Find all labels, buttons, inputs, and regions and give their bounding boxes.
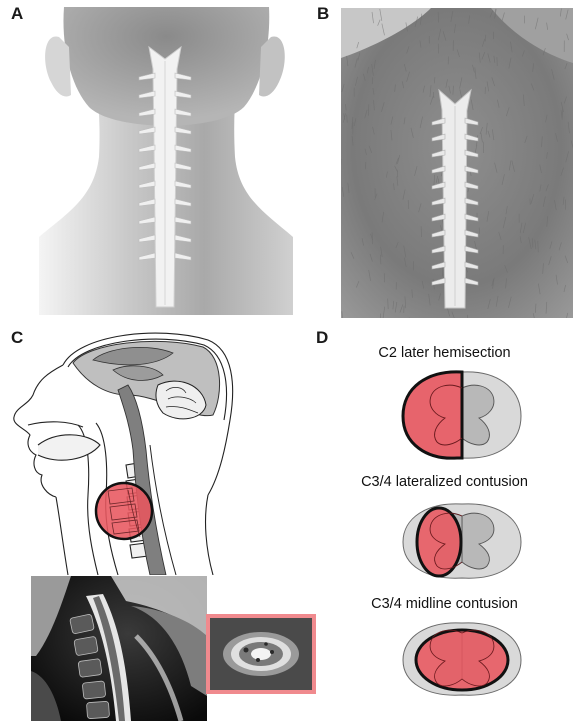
cord-section-c34-lateralized (397, 500, 527, 584)
face-outline (14, 365, 63, 497)
mri-axial-inset (206, 614, 316, 694)
right-ear (259, 36, 285, 96)
injury-label-c2-hemisection: C2 later hemisection (357, 345, 532, 361)
sagittal-head-diagram (8, 325, 240, 575)
injury-label-c34-midline: C3/4 midline contusion (357, 596, 532, 612)
cord-section-c2-hemisection (397, 368, 527, 463)
human-neck-illustration (39, 7, 293, 315)
panel-label-a: A (11, 4, 23, 24)
panel-label-b: B (317, 4, 329, 24)
rat-back-photo (341, 8, 573, 318)
left-ear (45, 36, 71, 96)
panel-label-d: D (316, 328, 328, 348)
mri-sagittal-image (31, 576, 207, 721)
lesion-hemisection (403, 372, 462, 458)
cord-section-c34-midline (397, 619, 527, 701)
lesion-site-circle (96, 483, 152, 539)
lesion-midline (416, 630, 508, 690)
injury-label-c34-lateralized: C3/4 lateralized contusion (357, 474, 532, 490)
